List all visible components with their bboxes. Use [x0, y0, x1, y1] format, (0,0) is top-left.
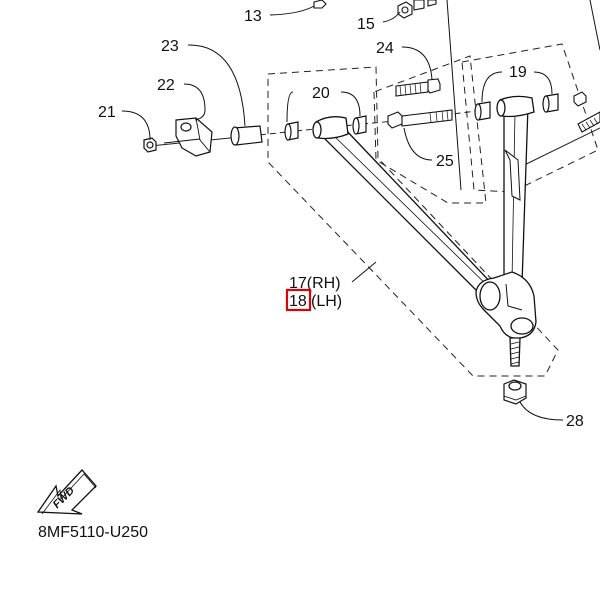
leader-22 — [183, 83, 206, 121]
leader-17-18 — [351, 261, 377, 283]
bushings-20[interactable] — [284, 115, 367, 141]
leader-23 — [187, 44, 246, 127]
callout-17-rh[interactable]: 17(RH) — [289, 275, 341, 292]
leader-19 — [481, 71, 553, 103]
callout-18-number[interactable]: 18 — [289, 293, 307, 310]
callout-22[interactable]: 22 — [157, 77, 175, 94]
leader-20 — [286, 91, 361, 123]
leader-25 — [403, 127, 433, 161]
callout-19[interactable]: 19 — [509, 64, 527, 81]
a-arm-right-pivot — [499, 95, 535, 118]
frame-lines — [446, 0, 600, 191]
collar-23[interactable] — [230, 125, 263, 146]
nut-15[interactable] — [397, 0, 437, 19]
leader-13 — [269, 5, 315, 16]
leader-lines — [121, 5, 564, 421]
callout-25[interactable]: 25 — [436, 153, 454, 170]
a-arm-left-tube — [316, 127, 497, 301]
callout-18-side[interactable]: (LH) — [311, 293, 342, 310]
callout-20[interactable]: 20 — [312, 85, 330, 102]
callout-15[interactable]: 15 — [357, 16, 375, 33]
bolt-24[interactable] — [395, 78, 441, 97]
fwd-arrow: FWD — [36, 469, 97, 515]
a-arm-left-pivot — [315, 116, 349, 140]
assembly-boundary-lines — [267, 43, 599, 377]
left-arm-boundary — [267, 66, 559, 377]
bolt-group-boundary — [373, 55, 487, 204]
callout-21[interactable]: 21 — [98, 104, 116, 121]
highlight-box-18 — [285, 288, 312, 312]
a-arm-bracket — [504, 149, 521, 201]
bolt-right — [573, 91, 600, 133]
leader-15 — [382, 11, 401, 23]
callout-13[interactable]: 13 — [244, 8, 262, 25]
leader-21 — [121, 110, 151, 141]
callout-24[interactable]: 24 — [376, 40, 394, 57]
right-arm-boundary — [461, 43, 599, 193]
callout-23[interactable]: 23 — [161, 38, 179, 55]
leader-28 — [519, 401, 564, 421]
bushings-19[interactable] — [474, 93, 559, 121]
leader-24 — [401, 46, 433, 81]
bracket-22[interactable] — [163, 117, 213, 157]
bolt-25[interactable] — [387, 109, 453, 129]
callout-28[interactable]: 28 — [566, 413, 584, 430]
a-arm-part[interactable] — [312, 95, 537, 367]
diagram-code: 8MF5110-U250 — [38, 524, 148, 541]
callout-labels: 13 15 24 23 22 21 20 19 25 17(RH) 18 (LH… — [98, 8, 584, 430]
nut-21[interactable] — [143, 137, 157, 153]
part-13[interactable] — [313, 0, 327, 9]
nut-28[interactable] — [503, 379, 527, 405]
